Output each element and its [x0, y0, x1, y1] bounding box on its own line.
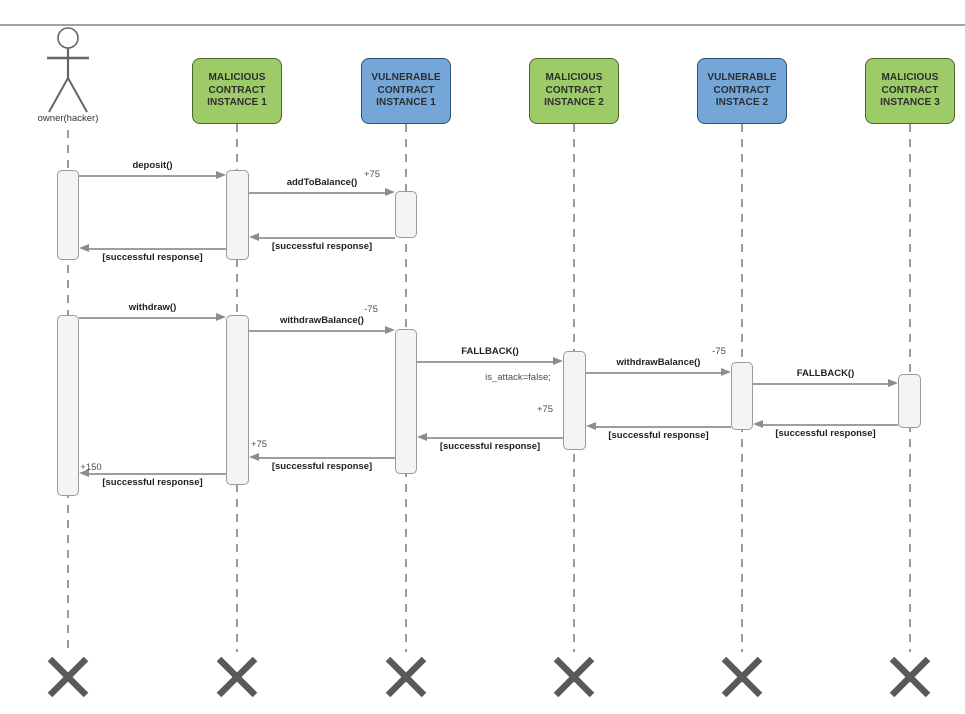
- actor-figure-icon: [36, 26, 100, 114]
- annotation-amount-plus-75-2: +75: [536, 404, 554, 415]
- arrowhead-icon-withdraw-balance-response-2: [586, 421, 596, 430]
- message-label-add-to-balance-call: addToBalance(): [286, 177, 358, 188]
- activation-bar-vc1-activation-1: [395, 191, 417, 238]
- message-line-fallback-call-1: [417, 361, 554, 363]
- destroy-x-icon-malicious-contract-instance-3: [887, 654, 933, 700]
- message-label-withdraw-response: [successful response]: [102, 477, 203, 488]
- arrowhead-icon-deposit-response: [79, 243, 89, 252]
- arrowhead-icon-add-to-balance-call: [385, 187, 395, 196]
- message-line-deposit-call: [79, 175, 217, 177]
- arrowhead-icon-withdraw-call: [216, 312, 226, 321]
- participant-label-malicious-contract-instance-1: MALICIOUS CONTRACT INSTANCE 1: [207, 72, 267, 109]
- arrowhead-icon-deposit-call: [216, 170, 226, 179]
- activation-bar-mc1-activation-2: [226, 315, 249, 485]
- annotation-amount-minus-75-1: -75: [364, 304, 378, 315]
- message-label-fallback-response-2: [successful response]: [775, 428, 876, 439]
- message-label-add-to-balance-response: [successful response]: [271, 241, 373, 252]
- participant-box-malicious-contract-instance-2: MALICIOUS CONTRACT INSTANCE 2: [529, 58, 619, 124]
- participant-label-malicious-contract-instance-3: MALICIOUS CONTRACT INSTANCE 3: [880, 72, 940, 109]
- destroy-x-icon-malicious-contract-instance-1: [214, 654, 260, 700]
- participant-label-vulnerable-contract-instance-2: VULNERABLE CONTRACT INSTACE 2: [707, 72, 777, 109]
- arrowhead-icon-withdraw-balance-call-1: [385, 325, 395, 334]
- annotation-amount-plus-150: +150: [80, 462, 102, 473]
- message-label-fallback-call-1: FALLBACK(): [461, 346, 519, 357]
- participant-box-malicious-contract-instance-3: MALICIOUS CONTRACT INSTANCE 3: [865, 58, 955, 124]
- message-label-fallback-response-1: [successful response]: [439, 441, 541, 452]
- activation-bar-mc3-activation-1: [898, 374, 921, 428]
- activation-bar-vc1-activation-2: [395, 329, 417, 474]
- arrowhead-icon-add-to-balance-response: [249, 232, 259, 241]
- participant-label-owner: owner(hacker): [37, 113, 99, 124]
- message-line-fallback-call-2: [753, 383, 889, 385]
- participant-label-malicious-contract-instance-2: MALICIOUS CONTRACT INSTANCE 2: [544, 72, 604, 109]
- annotation-amount-plus-75-3: +75: [250, 439, 268, 450]
- message-label-withdraw-call: withdraw(): [128, 302, 177, 313]
- message-line-deposit-response: [88, 248, 226, 250]
- participant-box-malicious-contract-instance-1: MALICIOUS CONTRACT INSTANCE 1: [192, 58, 282, 124]
- activation-bar-vc2-activation-1: [731, 362, 753, 430]
- message-line-withdraw-response: [88, 473, 226, 475]
- message-line-withdraw-balance-call-1: [249, 330, 386, 332]
- page-divider-line: [0, 24, 965, 26]
- message-label-withdraw-balance-response-1: [successful response]: [271, 461, 373, 472]
- arrowhead-icon-withdraw-balance-call-2: [721, 367, 731, 376]
- message-line-withdraw-balance-call-2: [586, 372, 722, 374]
- message-line-fallback-response-2: [762, 424, 898, 426]
- participant-box-vulnerable-contract-instance-2: VULNERABLE CONTRACT INSTACE 2: [697, 58, 787, 124]
- activation-bar-owner-activation-2: [57, 315, 79, 496]
- message-line-withdraw-balance-response-1: [258, 457, 395, 459]
- arrowhead-icon-fallback-call-2: [888, 378, 898, 387]
- message-line-withdraw-call: [79, 317, 217, 319]
- destroy-x-icon-owner: [45, 654, 91, 700]
- message-line-withdraw-balance-response-2: [595, 426, 731, 428]
- destroy-x-icon-vulnerable-contract-instance-1: [383, 654, 429, 700]
- message-label-fallback-call-2: FALLBACK(): [796, 368, 855, 379]
- arrowhead-icon-fallback-response-1: [417, 432, 427, 441]
- message-line-add-to-balance-response: [258, 237, 395, 239]
- participant-label-vulnerable-contract-instance-1: VULNERABLE CONTRACT INSTANCE 1: [371, 72, 441, 109]
- message-label-withdraw-balance-call-2: withdrawBalance(): [616, 357, 701, 368]
- arrowhead-icon-withdraw-balance-response-1: [249, 452, 259, 461]
- participant-box-vulnerable-contract-instance-1: VULNERABLE CONTRACT INSTANCE 1: [361, 58, 451, 124]
- destroy-x-icon-malicious-contract-instance-2: [551, 654, 597, 700]
- activation-bar-mc1-activation-1: [226, 170, 249, 260]
- message-line-add-to-balance-call: [249, 192, 386, 194]
- message-label-deposit-response: [successful response]: [102, 252, 203, 263]
- destroy-x-icon-vulnerable-contract-instance-2: [719, 654, 765, 700]
- arrowhead-icon-fallback-call-1: [553, 356, 563, 365]
- activation-bar-mc2-activation-1: [563, 351, 586, 450]
- arrowhead-icon-withdraw-response: [79, 468, 89, 477]
- message-label-withdraw-balance-call-1: withdrawBalance(): [280, 315, 364, 326]
- message-line-fallback-response-1: [426, 437, 563, 439]
- activation-bar-owner-activation-1: [57, 170, 79, 260]
- message-label-withdraw-balance-response-2: [successful response]: [608, 430, 709, 441]
- message-label-deposit-call: deposit(): [132, 160, 173, 171]
- annotation-amount-plus-75-1: +75: [363, 169, 381, 180]
- arrowhead-icon-fallback-response-2: [753, 419, 763, 428]
- annotation-amount-minus-75-2: -75: [712, 346, 726, 357]
- annotation-note-is-attack-false: is_attack=false;: [485, 372, 551, 383]
